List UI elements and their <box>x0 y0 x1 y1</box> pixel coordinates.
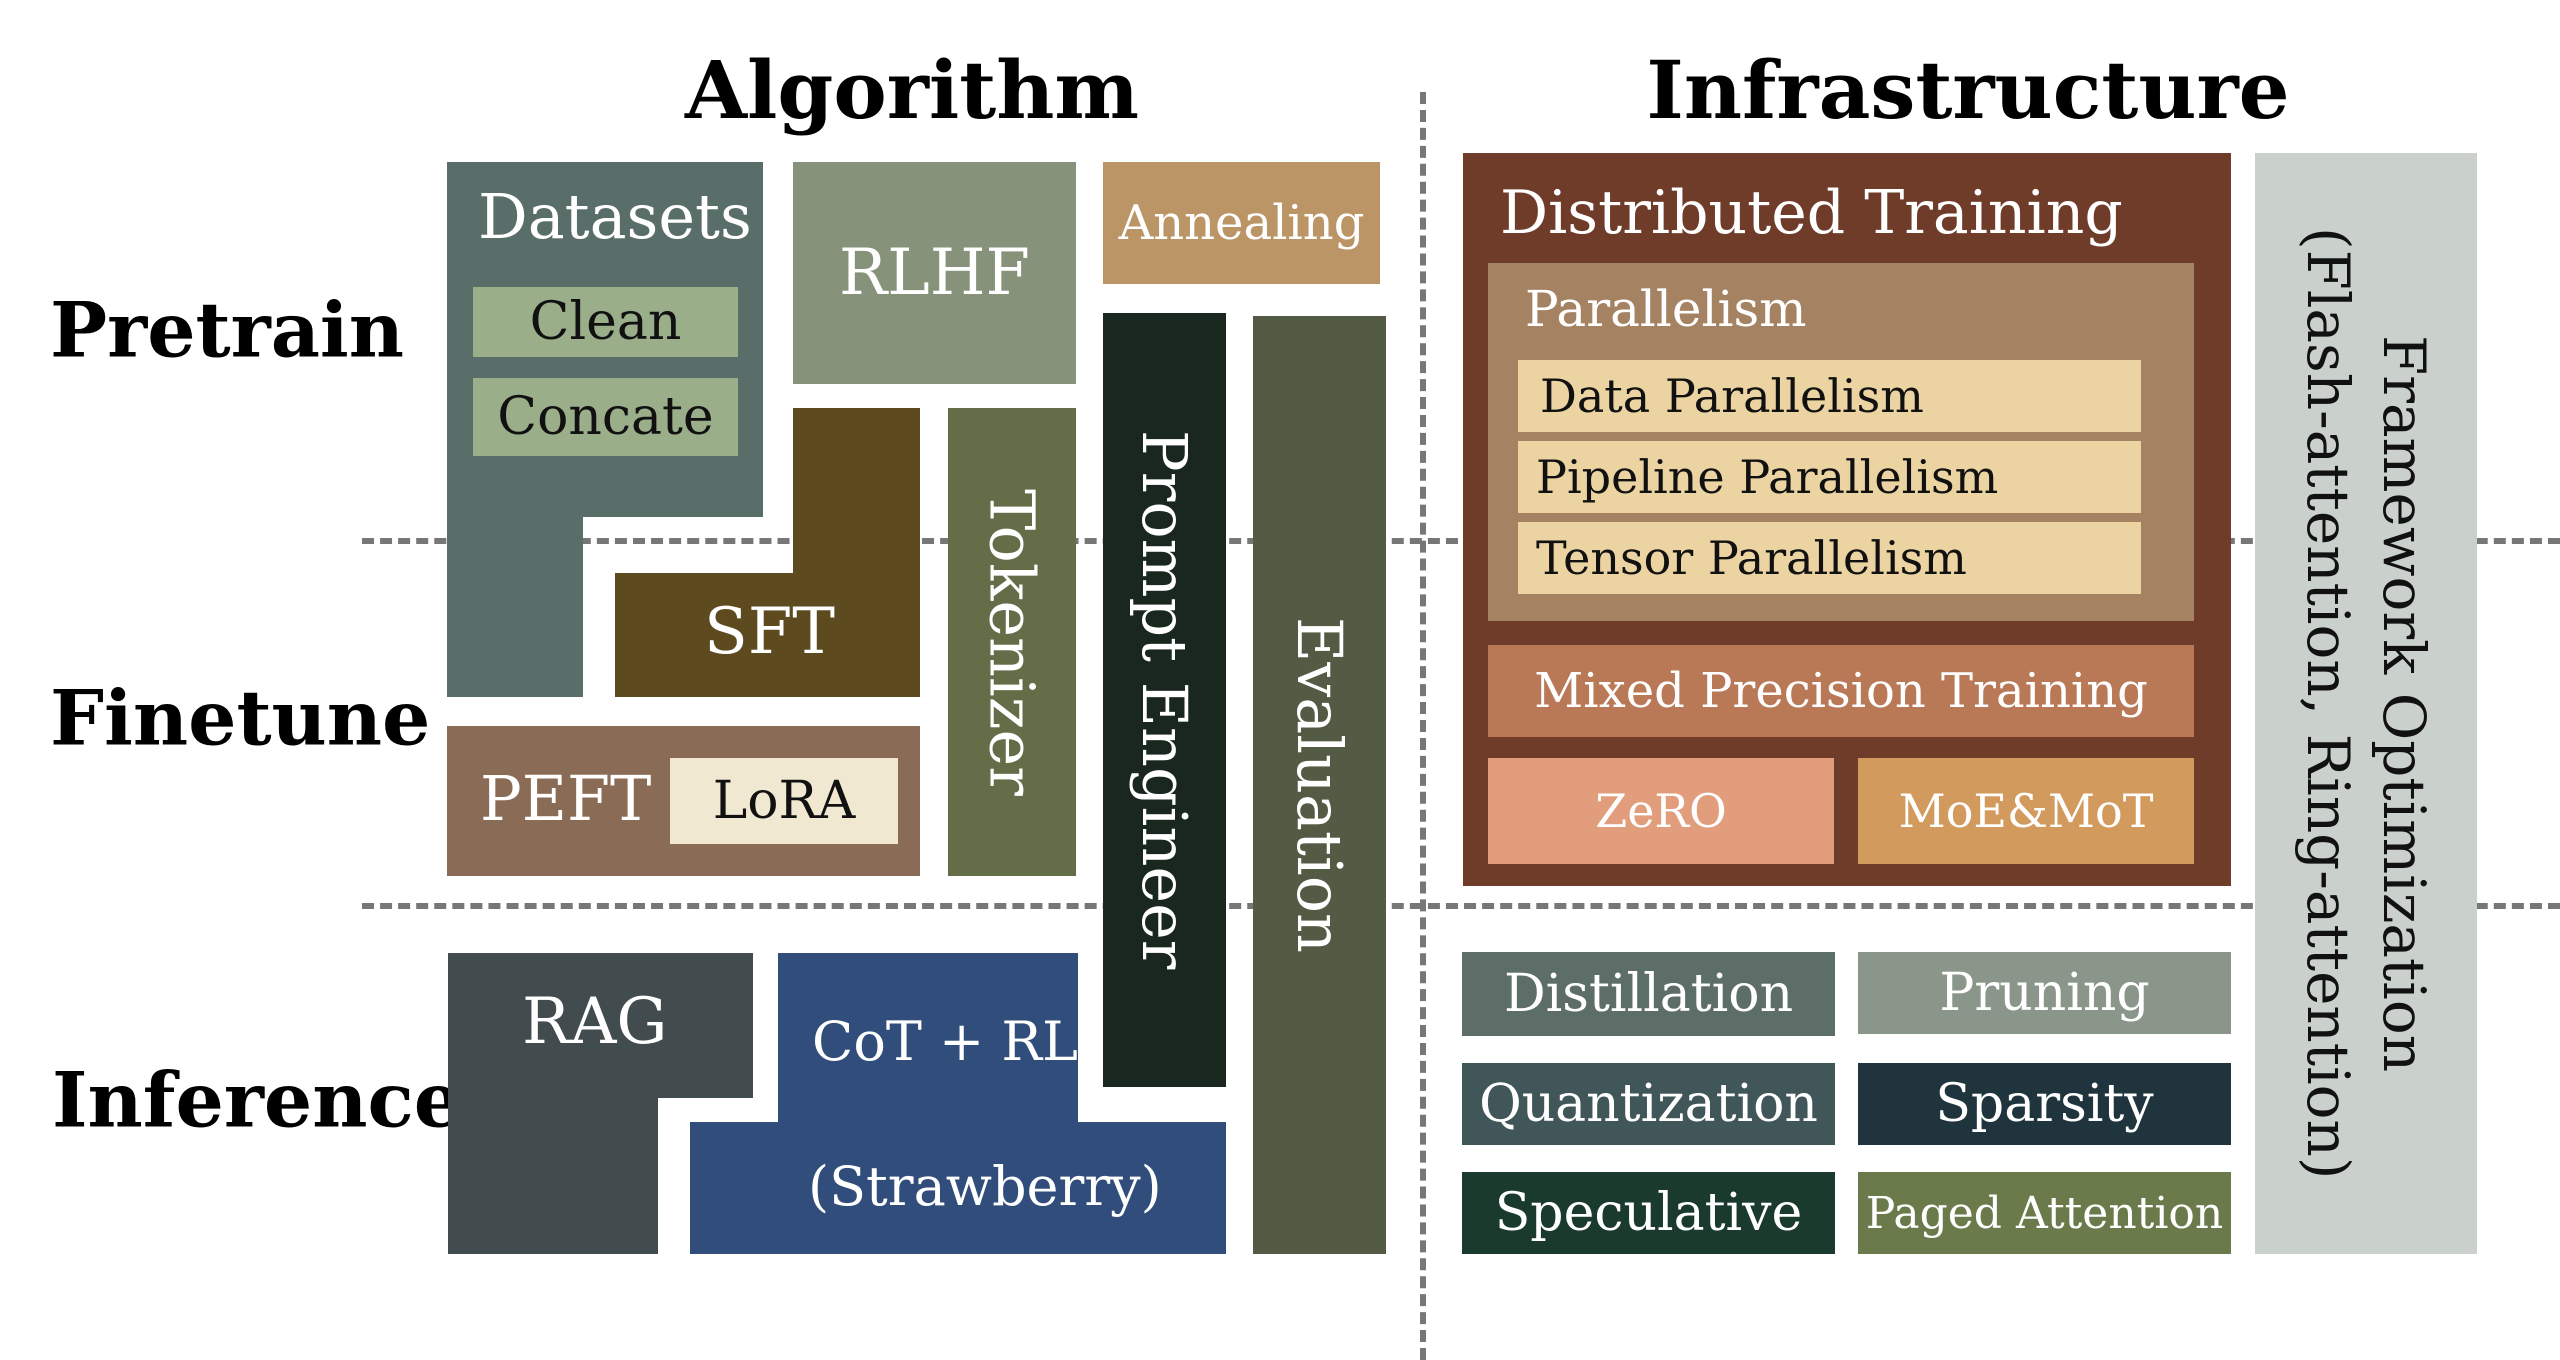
row-label-pretrain: Pretrain <box>50 285 405 375</box>
framework-optimization-line2: (Flash-attention, Ring-attention) <box>2294 227 2362 1180</box>
quantization-box: Quantization <box>1462 1063 1835 1145</box>
distillation-box: Distillation <box>1462 952 1835 1036</box>
cot-rl-shape <box>690 953 1226 1254</box>
evaluation-label: Evaluation <box>1283 617 1356 953</box>
tensor-parallelism-box: Tensor Parallelism <box>1518 522 2141 594</box>
rlhf-box: RLHF <box>793 162 1076 384</box>
annealing-box: Annealing <box>1103 162 1380 284</box>
sft-shape <box>615 408 920 697</box>
moe-mot-box: MoE&MoT <box>1858 758 2194 864</box>
strawberry-label: (Strawberry) <box>808 1155 1162 1218</box>
vertical-separator <box>1420 92 1426 1360</box>
cot-rl-label: CoT + RL <box>812 1010 1078 1073</box>
clean-box: Clean <box>473 287 738 357</box>
prompt-engineer-box: Prompt Engineer <box>1103 313 1226 1087</box>
tokenizer-label: Tokenizer <box>975 488 1049 796</box>
pruning-box: Pruning <box>1858 952 2231 1034</box>
datasets-label: Datasets <box>478 180 752 253</box>
row-label-inference: Inference <box>52 1055 463 1145</box>
sft-label: SFT <box>704 595 835 669</box>
tokenizer-box: Tokenizer <box>948 408 1076 876</box>
pipeline-parallelism-box: Pipeline Parallelism <box>1518 441 2141 513</box>
data-parallelism-box: Data Parallelism <box>1518 360 2141 432</box>
framework-optimization-box: Framework Optimization (Flash-attention,… <box>2255 153 2477 1254</box>
algorithm-heading: Algorithm <box>684 43 1140 137</box>
zero-box: ZeRO <box>1488 758 1834 864</box>
parallelism-label: Parallelism <box>1525 280 1807 338</box>
rag-shape <box>448 953 753 1254</box>
mixed-precision-box: Mixed Precision Training <box>1488 645 2194 737</box>
concate-box: Concate <box>473 378 738 456</box>
pretrain-finetune-separator <box>362 538 2560 544</box>
row-label-finetune: Finetune <box>50 673 431 763</box>
sparsity-box: Sparsity <box>1858 1063 2231 1145</box>
prompt-engineer-label: Prompt Engineer <box>1128 430 1201 970</box>
paged-attention-box: Paged Attention <box>1858 1172 2231 1254</box>
infrastructure-heading: Infrastructure <box>1646 43 2290 137</box>
rag-label: RAG <box>522 985 668 1059</box>
distributed-training-label: Distributed Training <box>1500 178 2123 248</box>
framework-optimization-line1: Framework Optimization <box>2370 334 2438 1073</box>
finetune-inference-separator <box>362 903 2560 909</box>
peft-label: PEFT <box>480 762 652 835</box>
evaluation-box: Evaluation <box>1253 316 1386 1254</box>
lora-box: LoRA <box>670 758 898 844</box>
speculative-box: Speculative <box>1462 1172 1835 1254</box>
